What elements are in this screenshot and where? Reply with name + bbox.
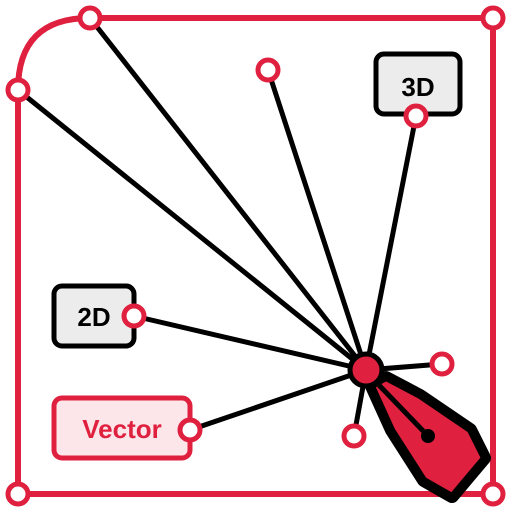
ray-vector-badge	[187, 367, 369, 433]
ray-top-left-corner	[15, 87, 369, 373]
pivot-anchor-icon	[347, 351, 385, 389]
pen-nib-icon	[365, 371, 491, 503]
rays	[15, 15, 445, 439]
anchor-point-icon	[403, 103, 429, 129]
ray-2d-badge	[131, 313, 369, 373]
anchor-point-icon	[480, 5, 506, 31]
anchor-point-icon	[77, 5, 103, 31]
ray-top-frame-node	[87, 15, 369, 373]
badge-2d-label: 2D	[77, 302, 110, 332]
badge-vector-label: Vector	[82, 414, 162, 444]
anchor-point-icon	[5, 481, 31, 507]
badge-3d: 3D	[373, 51, 463, 117]
anchor-point-icon	[480, 481, 506, 507]
badge-2d: 2D	[51, 283, 137, 349]
anchor-point-icon	[121, 303, 147, 329]
anchor-point-icon	[177, 417, 203, 443]
anchor-point-icon	[5, 77, 31, 103]
badge-3d-label: 3D	[401, 72, 434, 102]
anchor-points	[5, 5, 506, 507]
anchor-point-icon	[429, 351, 455, 377]
badge-vector: Vector	[51, 395, 193, 461]
anchor-point-icon	[255, 57, 281, 83]
ray-top-center	[265, 67, 369, 373]
ray-3d-badge	[363, 113, 419, 373]
anchor-point-icon	[341, 423, 367, 449]
